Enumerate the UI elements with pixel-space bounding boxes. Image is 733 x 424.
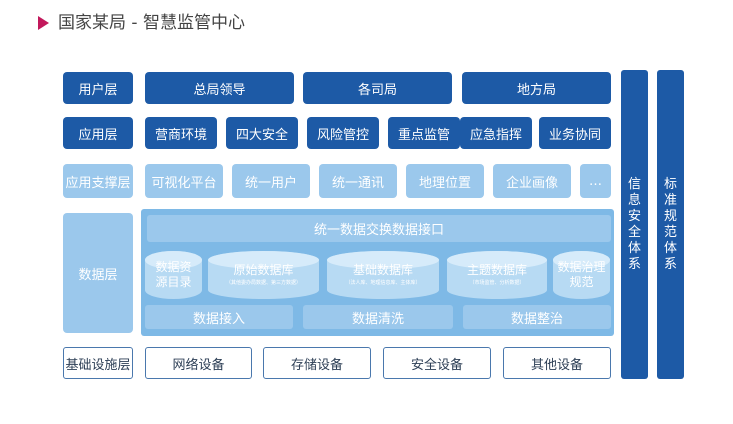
support-item: 地理位置 (406, 164, 484, 198)
standard-char: 系 (663, 256, 677, 272)
security-char: 系 (627, 256, 641, 272)
standard-char: 规 (663, 208, 677, 224)
cylinder-subtitle: （法人库、地理信息库、主体库） (345, 280, 421, 286)
support-layer-label: 应用支撑层 (63, 164, 133, 198)
security-system-pillar: 信 息 安 全 体 系 (621, 70, 648, 379)
app-item: 重点监管 (388, 117, 460, 149)
user-item: 地方局 (462, 72, 611, 104)
raw-database-cylinder: 原始数据库 （其他委办局数据、第三方数据） (208, 251, 319, 299)
data-resource-catalog-cylinder: 数据资 源目录 (145, 251, 202, 299)
app-layer-label: 应用层 (63, 117, 133, 149)
infra-item: 其他设备 (503, 347, 611, 379)
standard-char: 标 (663, 176, 677, 192)
standard-char: 范 (663, 224, 677, 240)
security-char: 息 (627, 192, 641, 208)
cylinder-subtitle: （市场监管、分析数据） (469, 280, 525, 286)
support-more-item: … (580, 164, 611, 198)
base-database-cylinder: 基础数据库 （法人库、地理信息库、主体库） (327, 251, 439, 299)
data-process-item: 数据接入 (145, 305, 293, 329)
standard-char: 体 (663, 240, 677, 256)
cylinder-title: 规范 (569, 275, 594, 289)
cylinder-title: 数据资 (155, 260, 192, 274)
support-item: 统一用户 (232, 164, 310, 198)
security-char: 体 (627, 240, 641, 256)
cylinder-title: 原始数据库 (233, 263, 294, 277)
security-char: 信 (627, 176, 641, 192)
app-item: 四大安全 (226, 117, 298, 149)
page-title: 国家某局 - 智慧监管中心 (58, 13, 245, 33)
cylinder-title: 基础数据库 (352, 263, 413, 277)
infra-layer-label: 基础设施层 (63, 347, 133, 379)
app-item: 业务协同 (539, 117, 611, 149)
user-item: 总局领导 (145, 72, 294, 104)
theme-database-cylinder: 主题数据库 （市场监管、分析数据） (447, 251, 547, 299)
cylinder-title: 主题数据库 (466, 263, 527, 277)
support-item: 可视化平台 (145, 164, 223, 198)
data-layer-label: 数据层 (63, 213, 133, 333)
cylinder-subtitle: （其他委办局数据、第三方数据） (225, 280, 301, 286)
data-process-item: 数据清洗 (303, 305, 453, 329)
app-item: 营商环境 (145, 117, 217, 149)
app-item: 应急指挥 (460, 117, 532, 149)
user-item: 各司局 (303, 72, 452, 104)
security-char: 全 (627, 224, 641, 240)
app-item: 风险管控 (307, 117, 379, 149)
data-process-item: 数据整治 (463, 305, 611, 329)
infra-item: 安全设备 (383, 347, 491, 379)
data-exchange-interface-bar: 统一数据交换数据接口 (147, 215, 611, 242)
standard-char: 准 (663, 192, 677, 208)
user-layer-label: 用户层 (63, 72, 133, 104)
title-bullet-icon (38, 16, 49, 30)
cylinder-title: 源目录 (155, 275, 192, 289)
cylinder-title: 数据治理 (557, 260, 606, 274)
security-char: 安 (627, 208, 641, 224)
support-item: 统一通讯 (319, 164, 397, 198)
support-item: 企业画像 (493, 164, 571, 198)
standards-system-pillar: 标 准 规 范 体 系 (657, 70, 684, 379)
infra-item: 网络设备 (145, 347, 252, 379)
infra-item: 存储设备 (263, 347, 371, 379)
data-governance-cylinder: 数据治理 规范 (553, 251, 610, 299)
